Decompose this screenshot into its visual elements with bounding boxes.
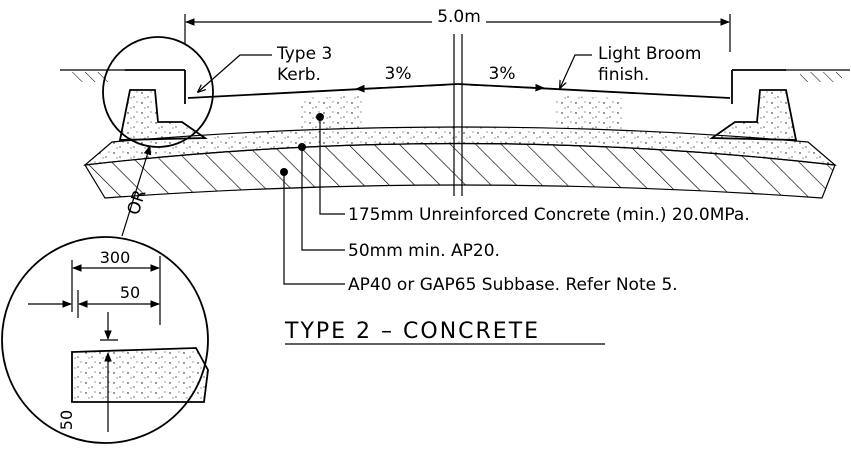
ground-left: [60, 69, 125, 82]
crossfall-right-label: 3%: [489, 64, 516, 84]
crossfall-right: 3%: [469, 64, 545, 92]
concrete-slab: [187, 83, 731, 132]
section-title: TYPE 2 – CONCRETE: [284, 319, 540, 344]
detail-dimension-50-horizontal: 50: [120, 283, 140, 302]
left-kerb: [118, 69, 208, 141]
kerb-label-line1: Type 3: [276, 44, 332, 64]
kerb-enlarged-detail: 300 50 50: [1, 236, 209, 444]
crossfall-left-label: 3%: [385, 64, 412, 84]
section-title-group: TYPE 2 – CONCRETE: [284, 319, 605, 345]
callout-concrete-label: 175mm Unreinforced Concrete (min.) 20.0M…: [348, 205, 750, 225]
kerb-label-line2: Kerb.: [277, 65, 321, 85]
kerb-label-group: Type 3 Kerb.: [198, 44, 332, 92]
callout-subbase: AP40 or GAP65 Subbase. Refer Note 5.: [280, 168, 678, 295]
callout-subbase-label: AP40 or GAP65 Subbase. Refer Note 5.: [348, 275, 678, 295]
overall-width-dimension: 5.0m: [184, 7, 731, 52]
detail-dimension-300: 300: [100, 248, 131, 267]
callout-ap20-label: 50mm min. AP20.: [348, 241, 500, 261]
finish-label-line1: Light Broom: [598, 44, 701, 64]
finish-label-group: Light Broom finish.: [560, 44, 701, 88]
width-dimension-label: 5.0m: [437, 7, 481, 27]
callout-concrete: 175mm Unreinforced Concrete (min.) 20.0M…: [316, 113, 750, 225]
finish-label-line2: finish.: [598, 65, 649, 85]
callout-ap20: 50mm min. AP20.: [298, 143, 500, 261]
right-kerb: [709, 69, 798, 141]
crossfall-left: 3%: [355, 64, 447, 93]
detail-dimension-50-vertical: 50: [57, 410, 76, 430]
ground-right: [785, 69, 850, 82]
kerb-detail-marker-circle: [102, 36, 214, 148]
